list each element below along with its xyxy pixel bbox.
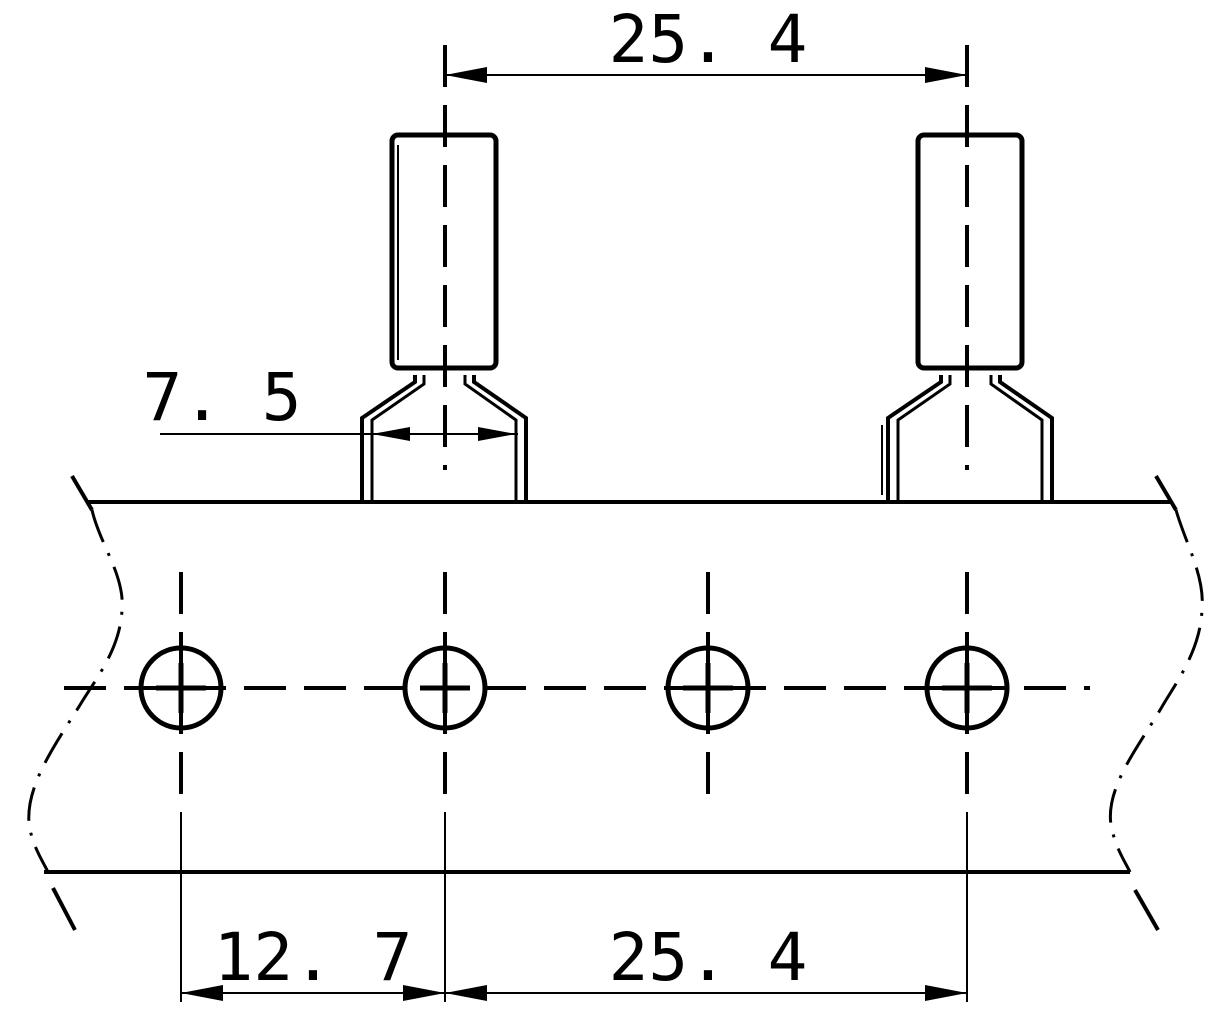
capacitor-right-lead-b-outer bbox=[998, 375, 1054, 502]
hole-3 bbox=[665, 645, 751, 731]
holes bbox=[138, 645, 1010, 731]
capacitor-right-body bbox=[915, 132, 1025, 371]
capacitor-right bbox=[881, 132, 1054, 502]
capacitor-left-lead-a-outer bbox=[360, 375, 417, 502]
center-lines bbox=[64, 45, 1090, 808]
lead-spread-label: 7. 5 bbox=[143, 359, 302, 436]
capacitor-right-lead-a-outer bbox=[886, 375, 943, 502]
hole-1 bbox=[138, 645, 224, 731]
lead-spread-dimension bbox=[160, 427, 518, 441]
board-break-lines bbox=[27, 509, 1204, 873]
offset-label: 12. 7 bbox=[214, 919, 413, 996]
top-pitch-dimension bbox=[445, 67, 967, 83]
board-bottom-edge bbox=[44, 870, 1160, 931]
hole-4 bbox=[924, 645, 1010, 731]
top-pitch-label: 25. 4 bbox=[609, 1, 808, 78]
bottom-extension-lines bbox=[180, 812, 968, 1002]
hole-2 bbox=[402, 645, 488, 731]
board-top-edge bbox=[70, 474, 1178, 512]
capacitor-right-lead-b-inner bbox=[989, 375, 1044, 502]
capacitor-right-lead-a-inner bbox=[896, 375, 952, 502]
capacitor-left-lead-a-inner bbox=[370, 375, 426, 502]
capacitor-left-lead-b-inner bbox=[463, 375, 518, 502]
capacitor-left-lead-b-outer bbox=[472, 375, 528, 502]
bottom-pitch-dimension bbox=[445, 985, 967, 1001]
offset-dimension bbox=[181, 985, 445, 1001]
bottom-pitch-label: 25. 4 bbox=[609, 919, 808, 996]
